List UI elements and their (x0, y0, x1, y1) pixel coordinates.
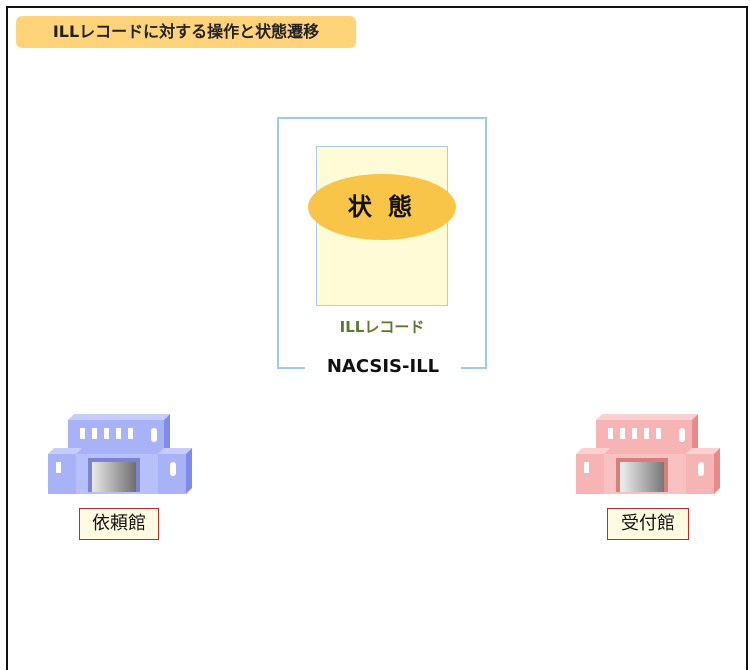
diagram-frame (6, 6, 748, 670)
diagram-title: ILLレコードに対する操作と状態遷移 (16, 16, 356, 48)
nacsis-ill-label: NACSIS-ILL (305, 355, 461, 379)
supplier-library-label: 受付館 (607, 508, 689, 540)
state-ellipse: 状 態 (308, 174, 456, 240)
requester-library-building-icon (48, 414, 192, 494)
requester-library-label: 依頼館 (79, 508, 159, 540)
ill-record-label: ILLレコード (339, 318, 425, 336)
supplier-library-building-icon (576, 414, 720, 494)
